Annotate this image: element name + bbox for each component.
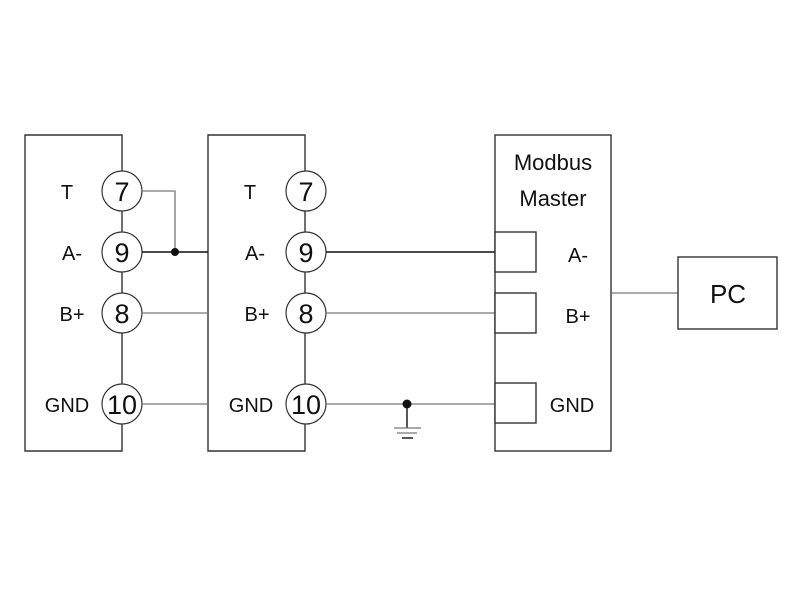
device-2-box (207, 134, 306, 452)
master-label-b: B+ (565, 306, 590, 328)
pc-label: PC (710, 279, 746, 309)
pin-number: 9 (298, 238, 313, 268)
terminal-label-a: A- (245, 243, 265, 265)
pin-number: 7 (114, 177, 129, 207)
pin-number: 9 (114, 238, 129, 268)
master-label-a: A- (568, 245, 588, 267)
pin-number: 8 (114, 299, 129, 329)
device-2: T A- B+ GND 7 9 8 10 (207, 134, 327, 452)
terminal-label-t: T (244, 182, 256, 204)
pc: PC (611, 256, 778, 330)
device-1: T A- B+ GND 7 9 8 10 (24, 134, 143, 452)
modbus-master: Modbus Master A- B+ GND (494, 134, 612, 452)
master-terminal-a (494, 231, 537, 273)
terminal-label-t: T (61, 182, 73, 204)
terminal-label-b: B+ (244, 304, 269, 326)
terminal-label-gnd: GND (45, 395, 89, 417)
master-label-gnd: GND (550, 395, 594, 417)
junction-dot (171, 248, 179, 256)
master-title-line1: Modbus (514, 150, 592, 175)
master-terminal-gnd (494, 382, 537, 424)
master-terminal-b (494, 292, 537, 334)
terminal-label-gnd: GND (229, 395, 273, 417)
master-title-line2: Master (519, 186, 586, 211)
pin-number: 10 (291, 390, 321, 420)
terminal-label-b: B+ (59, 304, 84, 326)
earth-ground-icon (394, 399, 421, 439)
pin-number: 10 (107, 390, 137, 420)
terminal-label-a: A- (62, 243, 82, 265)
pin-circle (285, 170, 327, 212)
termination-jumper-wire (142, 190, 176, 252)
pc-box (677, 256, 778, 330)
pin-number: 8 (298, 299, 313, 329)
device-1-box (24, 134, 123, 452)
pin-number: 7 (298, 177, 313, 207)
